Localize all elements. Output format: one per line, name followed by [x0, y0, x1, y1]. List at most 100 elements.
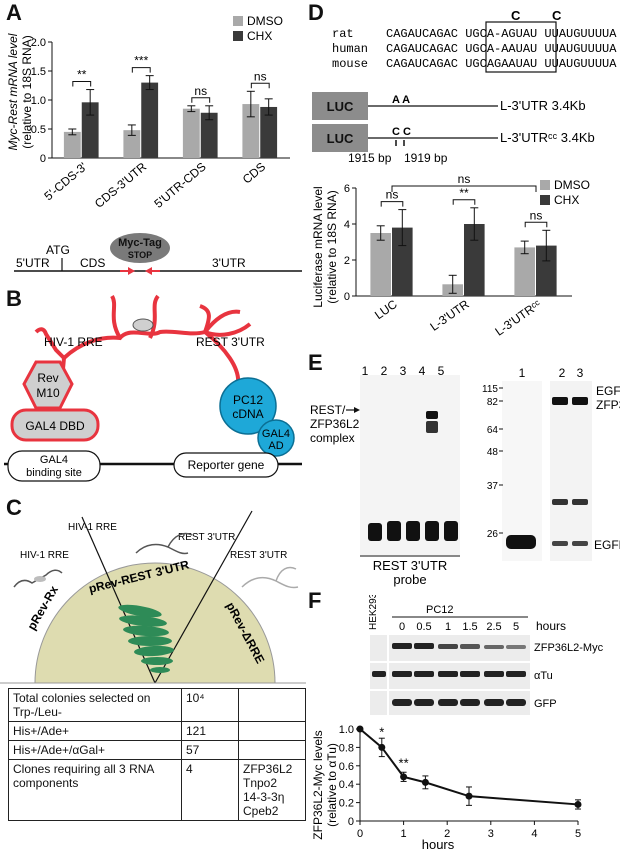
bp2-label: 1919 bp	[404, 151, 448, 165]
emsa-gel-bands	[360, 375, 460, 555]
gal4-binding-site-box	[7, 450, 101, 482]
table-row: Clones requiring all 3 RNA components 4 …	[8, 759, 306, 821]
rev-label: Rev	[37, 371, 58, 385]
complex-label-2: ZFP36L2	[310, 417, 360, 431]
y-axis-label-d-1: Luciferase mRNA level	[311, 186, 325, 307]
time-1-5: 1.5	[462, 621, 477, 633]
time-2-5: 2.5	[486, 621, 501, 633]
band-label-gfp: GFP	[534, 698, 557, 710]
rev-m10-hexagon	[22, 360, 74, 410]
emsa-lane-4: 4	[419, 364, 426, 378]
table-cell-label: Total colonies selected on Trp-/Leu-	[8, 688, 182, 722]
hiv-rre-label: HIV-1 RRE	[44, 335, 103, 349]
table-cell-genes: ZFP36L2 Tnpo2 14-3-3η Cpeb2	[238, 759, 306, 821]
significance-bracket	[524, 221, 548, 228]
x-category-label: 5'-CDS-3'	[41, 160, 89, 204]
significance-star: *	[379, 724, 384, 739]
x-tick-label: 1	[401, 828, 407, 840]
panel-d: C C rat CAGAUCAGAC UGCA-AGUAU UUAUGUUUUA…	[311, 8, 617, 339]
y-tick-label: 0	[40, 153, 46, 165]
reporter-gene-label: Reporter gene	[188, 458, 265, 472]
y-tick-label: 0.6	[339, 761, 354, 773]
table-cell-genes	[238, 688, 306, 722]
x-category-label: L-3'UTRᶜᶜ	[492, 297, 543, 339]
significance-label: **	[459, 186, 469, 200]
pc12-label-f: PC12	[426, 604, 454, 616]
panel-f: HEK293 PC12 0 0.5 1 1.5 2.5 5 hours	[311, 595, 604, 852]
significance-bracket	[452, 199, 476, 205]
colony-streak	[118, 604, 174, 673]
data-point	[421, 778, 429, 786]
x-tick-label: 4	[531, 828, 537, 840]
mw-37: 37	[487, 481, 499, 492]
bar-dmso	[242, 104, 260, 158]
m10-label: M10	[36, 386, 60, 400]
rre-sketch-left-oval	[34, 576, 46, 582]
l3utr-label: L-3'UTR 3.4Kb	[500, 98, 586, 113]
emsa-lane-5: 5	[438, 364, 445, 378]
legend-label-chx: CHX	[247, 29, 272, 43]
binding-label-2: binding site	[26, 467, 82, 479]
significance-bracket	[191, 97, 211, 103]
bar-chx	[392, 227, 413, 296]
col-c2: C	[552, 8, 562, 23]
seq-rat: CAGAUCAGAC UGCA-AGUAU UUAUGUUUUA	[386, 27, 617, 41]
complex-label-1: REST/	[310, 403, 346, 417]
wb-lane-3: 3	[577, 366, 584, 380]
panel-letter-d: D	[308, 0, 324, 25]
significance-label: ns	[254, 69, 267, 83]
wb-bands	[506, 397, 588, 549]
seq-mouse: CAGAUCAGAC UGCAGAAUAU UUAUGUUUUA	[386, 57, 617, 71]
sector-divider-right	[154, 510, 253, 684]
cds-label: CDS	[80, 256, 105, 270]
luc-box-1	[312, 92, 368, 120]
y-tick-label: 4	[344, 219, 350, 231]
hours-label-top: hours	[536, 619, 566, 633]
y-tick-label: 0.2	[339, 798, 354, 810]
significance-star: **	[399, 756, 409, 771]
table-cell-value: 4	[181, 759, 239, 821]
y-axis-label-a-2: (relative to 18S RNA)	[20, 35, 34, 148]
y-tick-label: 2	[344, 255, 350, 267]
bar-dmso	[514, 247, 535, 296]
x-category-label: LUC	[372, 297, 400, 322]
table-cell-label: His+/Ade+	[8, 721, 182, 741]
y-axis-label-d-2: (relative to 18S RNA)	[325, 190, 339, 303]
decay-line	[359, 728, 579, 806]
pc12-label: PC12	[233, 393, 263, 407]
stop-label: STOP	[128, 250, 152, 260]
y-tick-label: 0	[344, 291, 350, 303]
conserved-box	[485, 21, 557, 73]
bar-dmso	[182, 108, 200, 158]
significance-bracket	[250, 82, 270, 89]
linker-oval	[132, 318, 154, 332]
mw-115: 115	[482, 384, 498, 395]
legend-swatch-chx	[233, 31, 243, 41]
species-rat: rat	[332, 27, 354, 41]
binding-label-1: GAL4	[40, 454, 68, 466]
utr5-label: 5'UTR	[16, 256, 50, 270]
myc-tag-oval	[110, 233, 170, 263]
significance-bracket-top	[391, 185, 537, 192]
probe-label-2: probe	[393, 572, 426, 587]
data-point	[356, 725, 364, 733]
x-category-label: 5'UTR-CDS	[151, 160, 208, 211]
y-tick-label: 1.0	[339, 724, 354, 736]
panel-letter-f: F	[308, 588, 322, 613]
gal4-ad-circle	[257, 419, 295, 457]
significance-label-top: ns	[458, 172, 471, 186]
x-tick-label: 3	[488, 828, 494, 840]
legend-swatch-chx-d	[540, 195, 550, 205]
bar-chx	[464, 224, 485, 296]
bar-chart-a: 00.51.01.52.05'-CDS-3'**CDS-3'UTR***5'UT…	[31, 37, 290, 211]
y-tick-label: 1.0	[31, 95, 46, 107]
rre-loops	[110, 294, 160, 340]
table-row: His+/Ade+/αGal+ 57	[8, 740, 306, 760]
hiv-rre-mid-label: HIV-1 RRE	[68, 522, 117, 533]
seq-human: CAGAUCAGAC UGCA-AAUAU UUAUGUUUUA	[386, 42, 617, 56]
y-axis-label-a-1: Myc-Rest mRNA level	[6, 33, 20, 150]
aa-label: A A	[392, 94, 410, 106]
table-cell-label: Clones requiring all 3 RNA components	[8, 759, 182, 821]
